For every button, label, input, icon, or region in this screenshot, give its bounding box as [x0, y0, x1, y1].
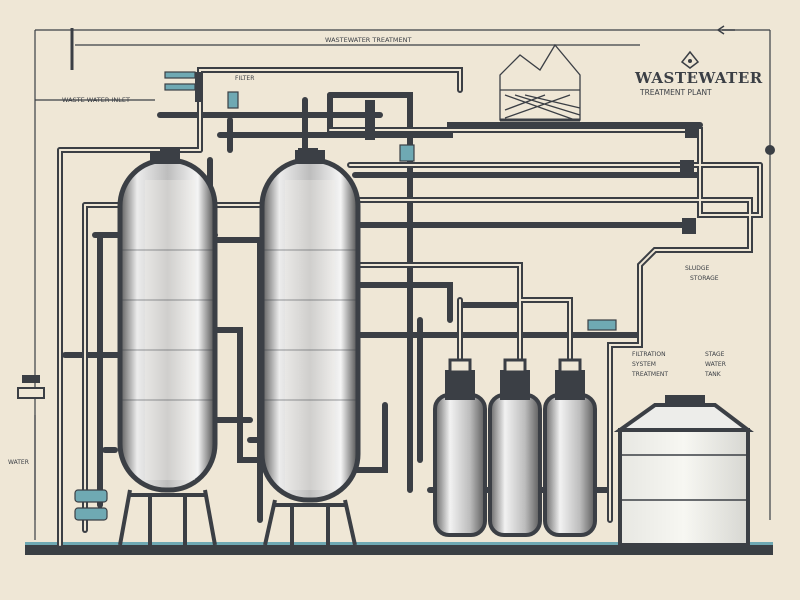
label-right-mid-f: TANK [704, 371, 722, 378]
droplet-icon [680, 50, 700, 69]
valve [680, 160, 694, 176]
label-right-mid-a: FILTRATION [632, 351, 666, 358]
label-right-upper-1: SLUDGE [685, 265, 710, 272]
filter-vessel-2 [488, 358, 542, 537]
valve [682, 218, 696, 234]
reservoir-sketch [499, 43, 581, 122]
label-right-upper-2: STORAGE [690, 275, 719, 282]
label-top-mid: FILTER [235, 75, 254, 82]
frame-lines [34, 29, 771, 540]
label-right-mid-e: WATER [705, 361, 726, 368]
label-right-mid-c: TREATMENT [631, 371, 668, 378]
label-right-mid-d: STAGE [705, 351, 725, 358]
diagram-subtitle: TREATMENT PLANT [639, 88, 712, 97]
valve [195, 72, 203, 102]
base-platform [25, 545, 773, 555]
storage-tank [613, 395, 754, 547]
label-right-mid-b: SYSTEM [632, 361, 656, 368]
label-left-header: WASTE WATER INLET [62, 96, 130, 104]
diagram-title: WASTEWATER [634, 69, 763, 87]
accent-connectors [74, 71, 617, 521]
base-accent [25, 542, 773, 545]
filter-vessel-3 [543, 358, 597, 537]
gauge [765, 145, 775, 155]
label-top-header: WASTEWATER TREATMENT [325, 36, 411, 44]
valve [685, 122, 699, 138]
left-gauge [17, 375, 45, 399]
tank-left [117, 152, 218, 546]
top-markers [70, 25, 735, 70]
valve [365, 100, 375, 140]
label-left-mid: WATER [8, 459, 29, 466]
tank-right [259, 150, 361, 546]
filter-vessel-1 [433, 358, 487, 537]
